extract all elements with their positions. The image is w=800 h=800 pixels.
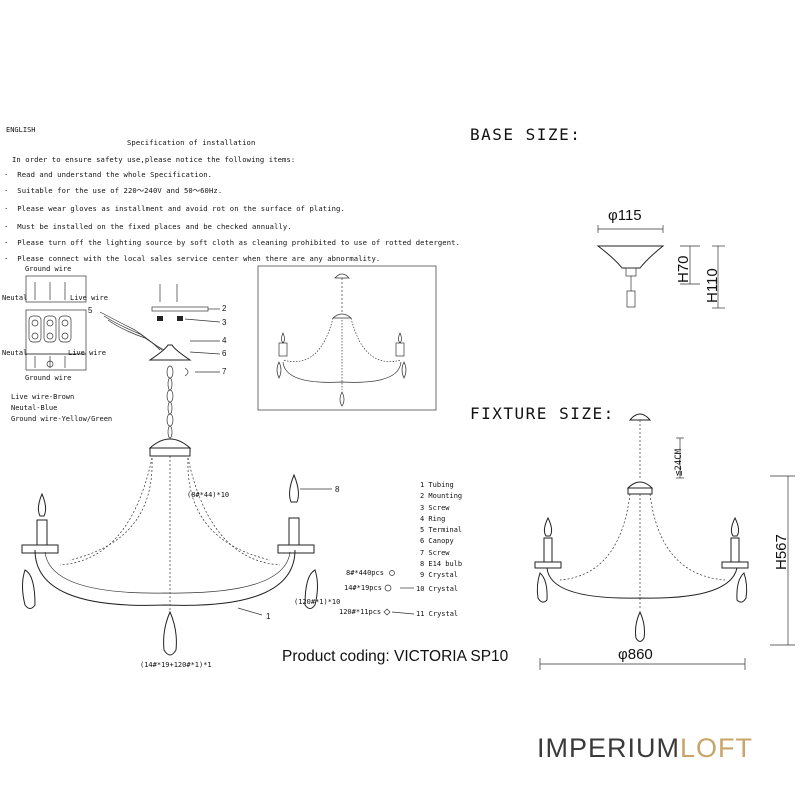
mounting-parts: [99, 284, 221, 351]
small-crystal-quantity-label: (120#*1)*10: [294, 598, 341, 606]
wire-legend-ground: Ground wire-Yellow/Green: [11, 415, 113, 423]
crystal-markers: [383, 570, 415, 616]
part-item: 3 Screw: [420, 503, 450, 512]
spec-intro: In order to ensure safety use,please not…: [12, 155, 296, 164]
base-height-70-label: H70: [675, 255, 692, 283]
spec-bullet-4: · Must be installed on the fixed places …: [4, 222, 292, 231]
callout-5: 5: [88, 306, 93, 315]
callout-1: 1: [266, 612, 271, 621]
callout-7: 7: [222, 367, 227, 376]
callout-4: 4: [222, 336, 227, 345]
fixture-diameter-label: φ860: [618, 646, 653, 663]
spec-bullet-1: · Read and understand the whole Specific…: [4, 170, 213, 179]
spec-language: ENGLISH: [6, 126, 36, 134]
base-diameter-label: φ115: [608, 207, 642, 224]
logo-part-loft: LOFT: [680, 733, 754, 763]
chain-length-label: ≦24CM: [674, 448, 684, 476]
crystal-10-quantity: 14#*19pcs: [344, 584, 382, 592]
neutral-top-label: Neutal: [2, 294, 28, 302]
spec-title: Specification of installation: [127, 138, 256, 147]
logo-part-imperium: IMPERIUM: [537, 733, 680, 763]
base-height-110-label: H110: [704, 268, 721, 303]
part-item-11: 11 Crystal: [416, 610, 459, 618]
wiring-diagram: [25, 275, 87, 371]
callout-6: 6: [222, 349, 227, 358]
brand-logo: IMPERIUMLOFT: [537, 733, 753, 764]
part-item: 1 Tubing: [420, 481, 454, 489]
wire-legend-live: Live wire-Brown: [11, 393, 75, 401]
live-wire-bottom-label: Live wire: [68, 349, 106, 357]
thumbnail-view: [257, 265, 437, 411]
part-item: 9 Crystal: [420, 571, 458, 580]
part-item: 7 Screw: [420, 548, 450, 557]
callout-8: 8: [335, 485, 340, 494]
parts-list: 1 Tubing 2 Mounting 3 Screw 4 Ring 5 Ter…: [420, 480, 462, 582]
ground-wire-bottom-label: Ground wire: [25, 374, 72, 382]
spec-bullet-2: · Suitable for the use of 220～240V and 5…: [4, 186, 223, 195]
spec-bullet-5: · Please turn off the lighting source by…: [4, 238, 461, 247]
wire-legend-neutral: Neutal-Blue: [11, 404, 58, 412]
fixture-height-label: H567: [773, 534, 790, 570]
part-item: 5 Terminal: [420, 526, 463, 535]
fixture-drawing: [534, 413, 795, 670]
callout-2: 2: [222, 304, 227, 313]
neutral-bottom-label: Neutal: [2, 349, 28, 357]
part-item: 2 Mounting: [420, 492, 463, 501]
fixture-size-heading: FIXTURE SIZE:: [470, 404, 615, 423]
chain-quantity-label: (8#*44)*10: [187, 491, 230, 499]
product-coding: Product coding: VICTORIA SP10: [282, 648, 509, 665]
callout-3: 3: [222, 318, 227, 327]
base-drawing: [596, 225, 725, 309]
part-item: 8 E14 bulb: [420, 560, 463, 569]
ground-wire-top-label: Ground wire: [25, 265, 72, 273]
spec-bullet-6: · Please connect with the local sales se…: [4, 254, 381, 263]
part-item-10: 10 Crystal: [416, 585, 459, 593]
main-chandelier: [21, 340, 332, 656]
base-size-heading: BASE SIZE:: [470, 125, 582, 144]
part-item: 6 Canopy: [420, 537, 454, 546]
bottom-crystal-quantity-label: (14#*19+120#*1)*1: [140, 661, 212, 669]
crystal-11-quantity: 120#*11pcs: [339, 608, 382, 616]
live-wire-top-label: Live wire: [70, 294, 108, 302]
spec-bullet-3: · Please wear gloves as installment and …: [4, 204, 345, 213]
crystal-9-quantity: 8#*440pcs: [346, 569, 384, 577]
part-item: 4 Ring: [420, 514, 446, 523]
